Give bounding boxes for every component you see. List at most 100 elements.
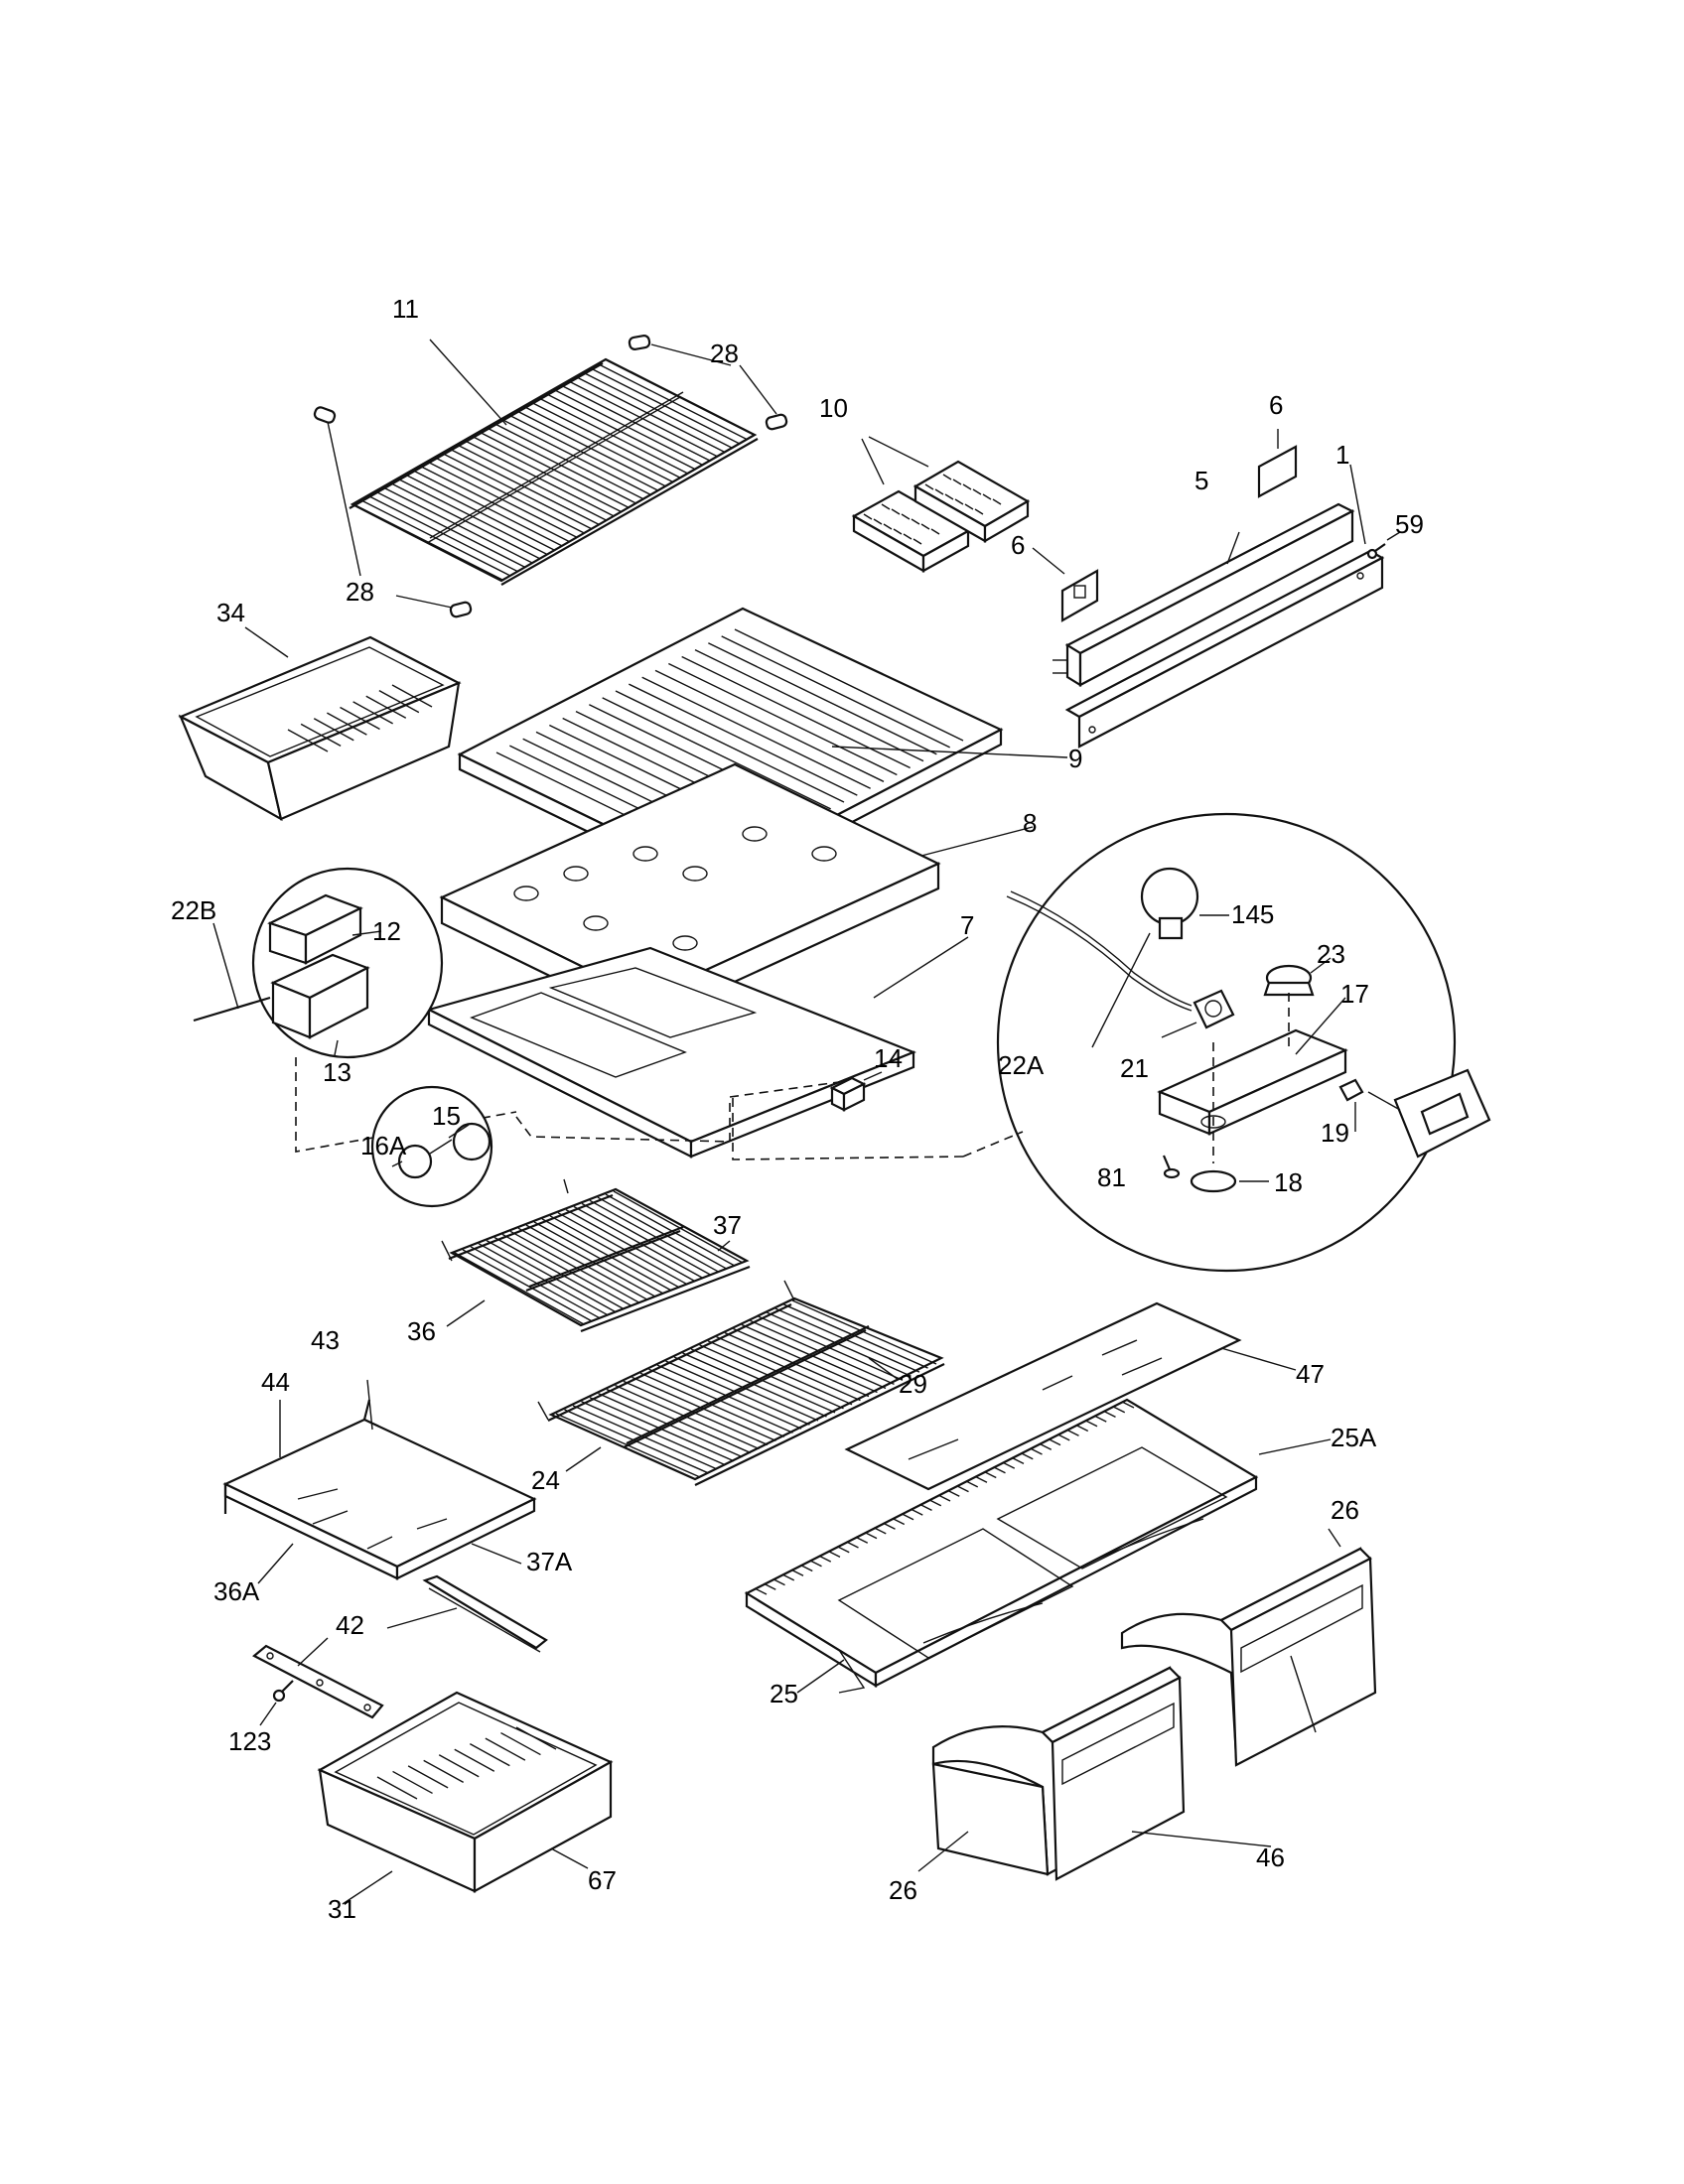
drawing-line (352, 503, 503, 581)
callout-28: 28 (346, 577, 374, 607)
drawing-line (1039, 1442, 1052, 1450)
drawing-line (965, 1480, 979, 1488)
callout-9: 9 (1068, 744, 1082, 773)
drawing-line (589, 366, 740, 445)
drawing-line (389, 481, 540, 560)
part-28-shelf-pins (313, 335, 788, 618)
drawing-line (597, 362, 747, 440)
drawing-line (313, 718, 354, 742)
drawing-line (1056, 1433, 1070, 1441)
drawing-line (901, 1513, 914, 1521)
drawing-line (993, 1466, 1006, 1474)
drawing-line (589, 1199, 720, 1273)
drawing-line (964, 503, 974, 510)
drawing-line (470, 1246, 601, 1319)
drawing-line (564, 1409, 709, 1474)
drawing-line (1048, 1437, 1061, 1446)
part-31-67-drawer (317, 1691, 614, 1905)
drawing-line (515, 1726, 557, 1750)
drawing-line (441, 452, 592, 530)
callout-26: 26 (1331, 1495, 1359, 1525)
drawing-line (1030, 1447, 1043, 1455)
drawing-line (629, 683, 858, 796)
drawing-line (903, 533, 912, 540)
inset-fan-assembly (732, 812, 1491, 1273)
drawing-line (573, 1205, 704, 1280)
drawing-line (836, 1546, 850, 1554)
drawing-line (606, 1388, 752, 1454)
drawing-line (668, 662, 898, 776)
callout-123: 123 (228, 1726, 271, 1756)
drawing-line (493, 422, 643, 500)
drawing-line (767, 1311, 912, 1377)
drawing-line (911, 518, 920, 525)
drawing-line (665, 1360, 810, 1426)
drawing-line (944, 493, 954, 500)
drawing-line (604, 358, 755, 436)
drawing-line (763, 1582, 776, 1590)
part-26-drawer-right (1120, 1528, 1377, 1767)
part-11-wire-shelf (349, 357, 759, 586)
callout-28: 28 (710, 339, 739, 368)
callout-16A: 16A (360, 1131, 407, 1160)
drawing-line (946, 1489, 960, 1497)
drawing-line (287, 729, 329, 752)
drawing-line (567, 379, 718, 458)
drawing-line (423, 1759, 465, 1783)
drawing-line (340, 706, 380, 731)
callout-22A: 22A (998, 1050, 1045, 1080)
drawing-line (673, 1356, 819, 1422)
part-59-screw (1366, 531, 1401, 560)
callout-36: 36 (407, 1316, 436, 1346)
drawing-line (883, 523, 893, 530)
callout-25A: 25A (1331, 1423, 1377, 1452)
drawing-line (632, 1376, 776, 1441)
drawing-line (639, 1372, 785, 1437)
drawing-line (486, 427, 636, 504)
drawing-line (365, 695, 407, 719)
part-42-strip (252, 1574, 548, 1719)
drawing-line (1020, 1452, 1034, 1460)
drawing-line (597, 1196, 728, 1270)
drawing-line (855, 1536, 869, 1544)
callout-29: 29 (899, 1369, 927, 1399)
drawing-line (930, 528, 940, 535)
drawing-line (774, 1307, 920, 1373)
drawing-line (525, 1224, 656, 1297)
drawing-line (972, 488, 982, 495)
drawing-line (928, 1499, 942, 1507)
drawing-line (648, 1368, 793, 1433)
part-15-16A-bulb (370, 1081, 840, 1208)
drawing-line (920, 523, 930, 530)
drawing-line (809, 1560, 822, 1568)
callout-67: 67 (588, 1865, 617, 1895)
drawing-line (456, 444, 607, 521)
drawing-line (790, 1569, 804, 1576)
callout-31: 31 (328, 1894, 356, 1924)
drawing-line (360, 499, 510, 577)
drawing-line (690, 1348, 836, 1414)
drawing-line (656, 1364, 802, 1430)
drawing-line (412, 470, 562, 547)
drawing-line (924, 483, 934, 490)
drawing-line (367, 494, 518, 573)
callout-25: 25 (770, 1679, 798, 1708)
drawing-line (352, 701, 393, 725)
boss-ellipse (742, 826, 768, 842)
drawing-line (375, 490, 525, 568)
drawing-line (846, 1541, 859, 1549)
boss-ellipse (632, 846, 658, 862)
drawing-line (892, 1517, 906, 1526)
drawing-line (500, 1731, 541, 1756)
drawing-line (901, 513, 911, 520)
drawing-line (954, 498, 964, 505)
drawing-line (962, 483, 972, 490)
drawing-line (589, 1397, 735, 1462)
drawing-line (602, 697, 831, 810)
callout-37A: 37A (526, 1547, 573, 1576)
drawing-line (471, 435, 622, 512)
callout-37: 37 (713, 1210, 742, 1240)
drawing-line (1011, 1456, 1025, 1465)
drawing-line (522, 405, 673, 482)
drawing-line (549, 1215, 680, 1289)
